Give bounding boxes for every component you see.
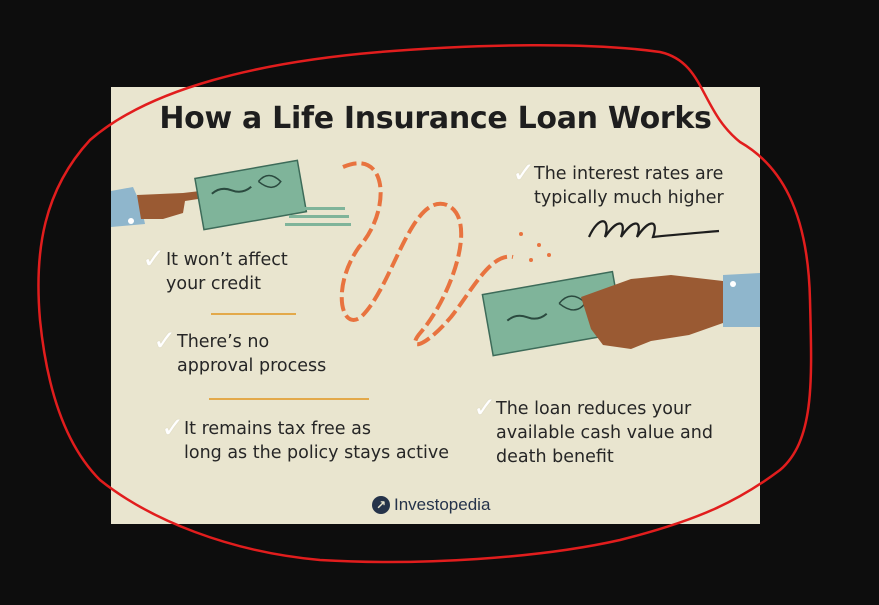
left-hand-icon xyxy=(111,187,211,227)
drawback-interest: The interest rates are typically much hi… xyxy=(534,164,724,208)
drawback-cash-value: The loan reduces your available cash val… xyxy=(496,399,713,467)
divider xyxy=(211,313,296,315)
check-icon: ✓ xyxy=(473,391,497,424)
check-icon: ✓ xyxy=(161,411,185,444)
investopedia-logo: ↗ Investopedia xyxy=(372,495,490,515)
check-paper-icon xyxy=(194,159,308,231)
brand-name: Investopedia xyxy=(394,495,491,514)
signature-icon xyxy=(587,220,720,239)
benefit-approval: There’s no approval process xyxy=(177,332,327,376)
divider xyxy=(209,398,369,400)
benefit-credit: It won’t affect your credit xyxy=(166,250,288,294)
infographic-card: How a Life Insurance Loan Works ✓ It won… xyxy=(111,87,760,524)
benefit-tax-free: It remains tax free as long as the polic… xyxy=(184,419,450,463)
investopedia-logo-icon: ↗ xyxy=(372,496,390,514)
check-icon: ✓ xyxy=(512,156,536,189)
page-title: How a Life Insurance Loan Works xyxy=(159,101,712,136)
check-icon: ✓ xyxy=(142,242,166,275)
check-icon: ✓ xyxy=(153,324,177,357)
